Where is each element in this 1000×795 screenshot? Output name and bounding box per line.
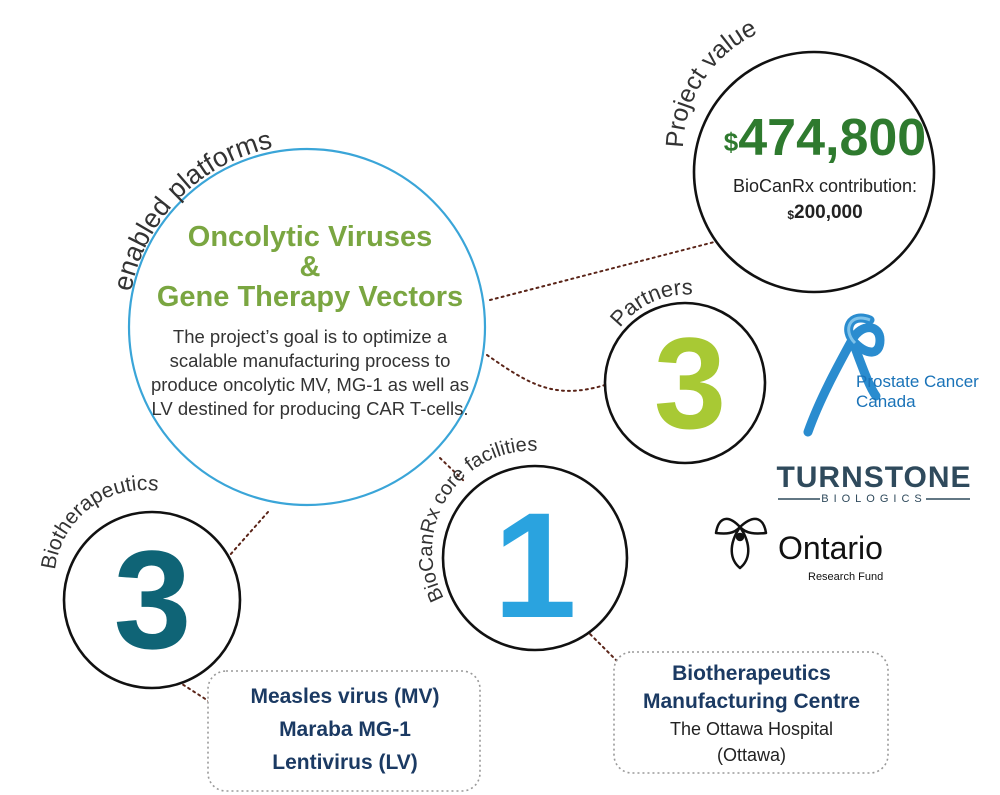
main-circle xyxy=(127,147,487,507)
prostate-cancer-canada-logo: Prostate Cancer Canada xyxy=(856,372,979,412)
core-facility-box xyxy=(613,651,889,774)
core-facility-details: Biotherapeutics Manufacturing Centre The… xyxy=(615,652,888,772)
biotherapeutics-count: 3 xyxy=(113,521,192,678)
ontario-subtitle: Research Fund xyxy=(808,571,884,583)
facility-name-line1: Biotherapeutics xyxy=(672,662,831,685)
core-facilities-circle xyxy=(441,464,629,652)
facility-city: (Ottawa) xyxy=(716,745,786,765)
main-description: The project’s goal is to optimize a scal… xyxy=(150,326,470,419)
partners-count: 3 xyxy=(653,310,727,456)
ontario-logo: Ontario xyxy=(778,530,883,566)
contribution-currency: $ xyxy=(787,208,794,222)
biotherapeutics-list: Measles virus (MV) Maraba MG-1 Lentiviru… xyxy=(210,672,480,790)
turnstone-logo: TURNSTONE xyxy=(776,461,972,494)
main-title-line3: Gene Therapy Vectors xyxy=(156,281,464,313)
list-item: Lentivirus (LV) xyxy=(272,751,418,774)
list-item: Measles virus (MV) xyxy=(250,685,440,708)
connector-main-partners xyxy=(486,354,606,392)
facility-hospital: The Ottawa Hospital xyxy=(669,719,834,739)
biotherapeutics-circle xyxy=(62,510,242,690)
connector-core-box xyxy=(585,629,621,665)
connector-main-core xyxy=(439,457,466,483)
core-facilities-count: 1 xyxy=(493,481,577,649)
biotherapeutics-box xyxy=(207,670,481,792)
contribution-amount: $200,000 xyxy=(700,200,950,226)
project-value-circle xyxy=(692,50,936,294)
pcc-line2: Canada xyxy=(856,392,916,411)
connector-main-value xyxy=(489,239,723,301)
prostate-cancer-ribbon-icon xyxy=(803,313,885,437)
contribution-number: 200,000 xyxy=(794,202,863,223)
facility-name-line2: Manufacturing Centre xyxy=(642,690,860,713)
connector-main-bio xyxy=(221,511,269,565)
pcc-line1: Prostate Cancer xyxy=(856,372,979,391)
list-item: Maraba MG-1 xyxy=(279,718,411,741)
partners-circle xyxy=(603,301,767,465)
main-title: Oncolytic Viruses & Gene Therapy Vectors xyxy=(130,222,490,312)
contribution-label: BioCanRx contribution: xyxy=(732,176,918,196)
project-value-currency: $ xyxy=(723,127,739,157)
main-title-ampersand: & xyxy=(299,251,321,283)
turnstone-subtitle: BIOLOGICS xyxy=(821,493,927,505)
main-title-line1: Oncolytic Viruses xyxy=(187,221,433,253)
project-value-number: 474,800 xyxy=(738,109,927,167)
trillium-icon xyxy=(714,517,768,570)
project-value-amount: $474,800 xyxy=(700,108,950,168)
